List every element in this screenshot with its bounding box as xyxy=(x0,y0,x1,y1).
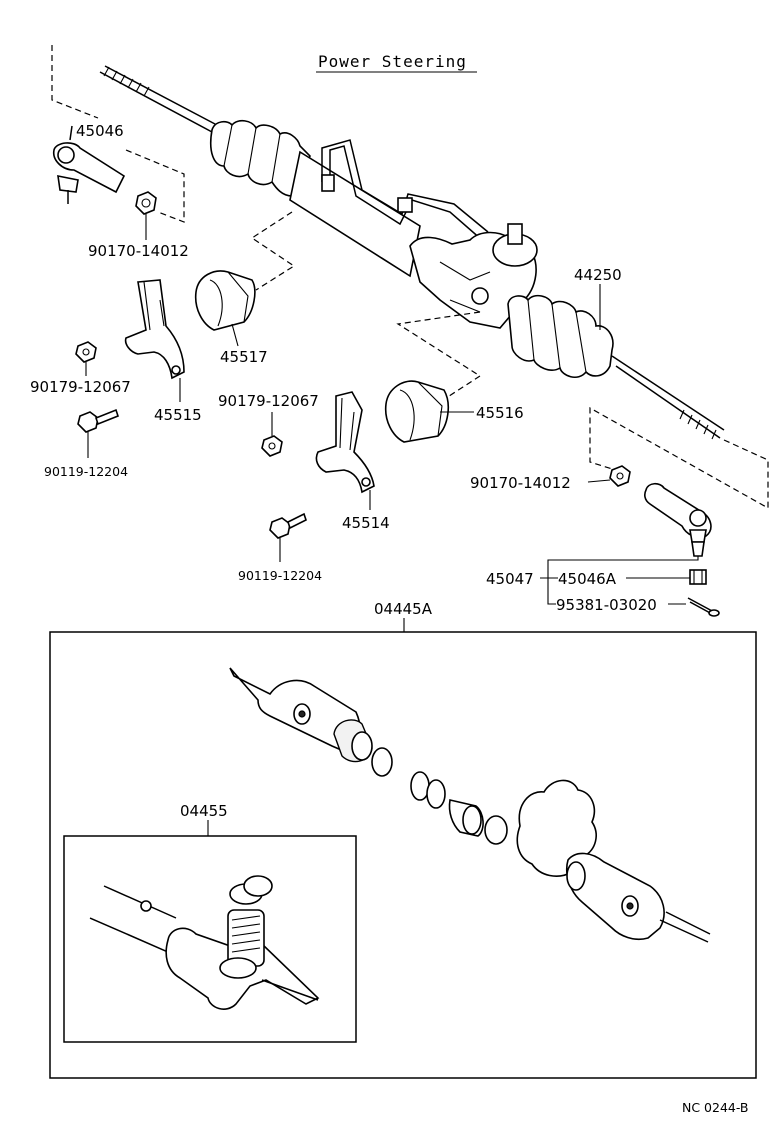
guide-line-left-nut xyxy=(125,149,185,223)
label-90170-14012-left: 90170-14012 xyxy=(88,242,189,260)
label-04445A: 04445A xyxy=(374,600,433,618)
cotter-pin xyxy=(687,597,720,617)
castle-nut xyxy=(689,569,707,585)
label-90119-12204-left: 90119-12204 xyxy=(44,464,128,479)
steering-rack xyxy=(99,65,725,440)
footer-code: NC 0244-B xyxy=(682,1100,749,1115)
left-tie-rod xyxy=(99,65,216,133)
left-boot xyxy=(209,119,311,197)
callout-tie-rod-assy xyxy=(540,556,699,605)
label-04455: 04455 xyxy=(180,802,228,820)
label-95381-03020: 95381-03020 xyxy=(556,596,657,614)
guide-line-right-bushing xyxy=(396,311,482,399)
bracket-left xyxy=(124,279,185,380)
guide-line-left-bushing xyxy=(250,211,296,291)
bolt-left xyxy=(77,408,119,433)
rack-tube xyxy=(289,150,421,278)
label-90179-12067-mid: 90179-12067 xyxy=(218,392,319,410)
kit-rack-exploded xyxy=(229,667,711,943)
label-90119-12204-mid: 90119-12204 xyxy=(238,568,322,583)
bushing-right xyxy=(384,380,450,443)
tie-rod-end-left xyxy=(52,125,126,204)
label-45046A: 45046A xyxy=(558,570,617,588)
label-90179-12067-left: 90179-12067 xyxy=(30,378,131,396)
label-45515: 45515 xyxy=(154,406,202,424)
gasket-kit-sub-frame xyxy=(63,835,357,1043)
kit-valve-detail xyxy=(89,875,320,1010)
label-45516: 45516 xyxy=(476,404,524,422)
nut-left xyxy=(135,191,157,215)
gasket-kit-frame xyxy=(49,631,757,1079)
right-boot xyxy=(507,294,614,379)
hydraulic-lines xyxy=(321,139,489,241)
nut-bracket-left xyxy=(75,341,97,363)
label-45514: 45514 xyxy=(342,514,390,532)
guide-line-left-tie-rod xyxy=(51,45,99,119)
bracket-right xyxy=(315,391,375,494)
nut-bracket-mid xyxy=(261,435,283,457)
label-45046: 45046 xyxy=(76,122,124,140)
diagram-title: Power Steering xyxy=(318,52,467,71)
bushing-left xyxy=(194,270,256,331)
nut-right xyxy=(609,465,631,487)
right-tie-rod xyxy=(611,355,725,440)
tie-rod-end-right xyxy=(644,482,712,557)
label-44250: 44250 xyxy=(574,266,622,284)
bolt-mid xyxy=(269,512,307,539)
label-45517: 45517 xyxy=(220,348,268,366)
label-90170-14012-right: 90170-14012 xyxy=(470,474,571,492)
guide-line-right-tie-rod xyxy=(589,406,769,510)
label-45047: 45047 xyxy=(486,570,534,588)
